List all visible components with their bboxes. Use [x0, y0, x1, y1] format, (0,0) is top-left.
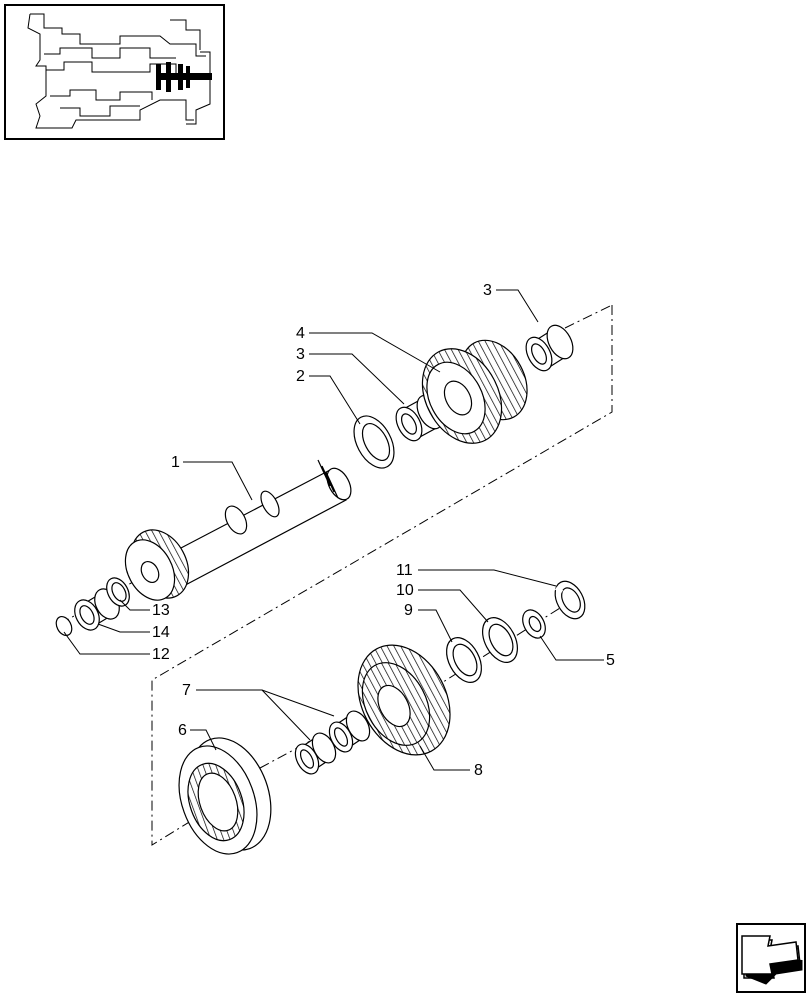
- callout-4: 4: [296, 325, 305, 342]
- callout-labels: 1 2 3 4 3 11 10 9 5 7 6 8 13 14 12: [152, 282, 615, 779]
- callout-8: 8: [474, 762, 483, 779]
- part-10-washer: [482, 617, 518, 663]
- part-4-gear-cluster: [421, 339, 528, 444]
- part-1-shaft: [124, 459, 352, 601]
- callout-12: 12: [152, 646, 170, 663]
- callout-14: 14: [152, 624, 170, 641]
- location-thumbnail: [4, 4, 225, 140]
- callout-3-left: 3: [296, 346, 305, 363]
- callout-5: 5: [606, 652, 615, 669]
- callout-6: 6: [178, 722, 187, 739]
- part-12-bushing: [55, 615, 73, 637]
- callout-3-right: 3: [483, 282, 492, 299]
- callout-13: 13: [152, 602, 170, 619]
- part-14-bushing: [74, 588, 120, 631]
- part-9-washer: [446, 637, 482, 683]
- part-3-bushing-right: [525, 324, 574, 372]
- part-6-sleeve: [178, 737, 272, 855]
- previous-page-arrow-icon[interactable]: [736, 923, 806, 993]
- part-13-ring: [106, 577, 130, 607]
- callout-7: 7: [182, 682, 191, 699]
- leader-lines: [63, 289, 604, 771]
- part-11-snap-ring: [554, 580, 586, 620]
- part-7-bushing: [294, 710, 371, 775]
- callout-1: 1: [171, 454, 180, 471]
- part-2-washer: [353, 415, 395, 469]
- part-8-gear: [357, 644, 451, 756]
- callout-9: 9: [404, 602, 413, 619]
- callout-10: 10: [396, 582, 414, 599]
- callout-2: 2: [296, 368, 305, 385]
- callout-11: 11: [396, 562, 413, 579]
- part-5-nut: [522, 609, 546, 639]
